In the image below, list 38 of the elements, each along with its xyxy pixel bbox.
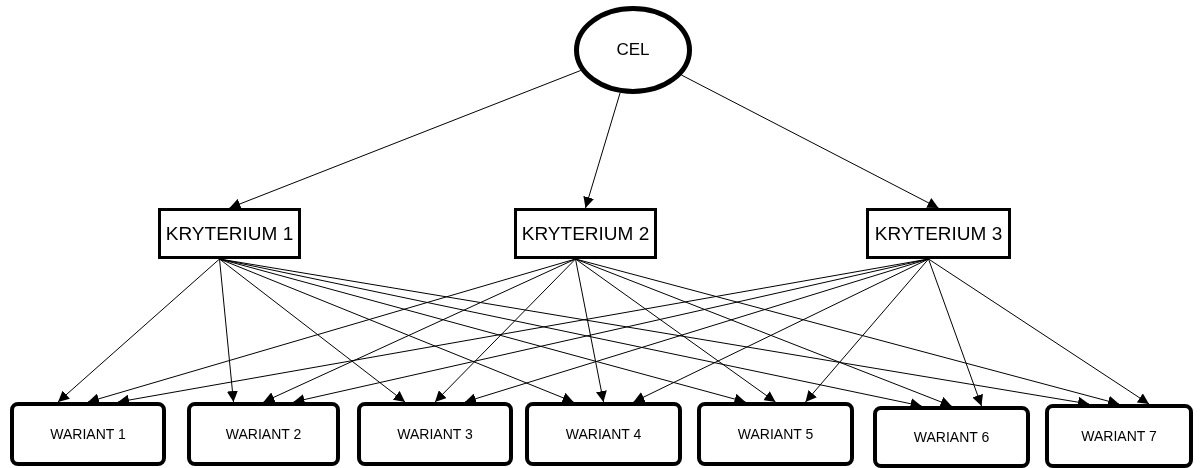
node-label: WARIANT 5	[737, 426, 814, 442]
arrow	[575, 258, 607, 403]
arrow	[87, 258, 576, 405]
variant-box	[525, 402, 682, 466]
node-label: KRYTERIUM 2	[521, 222, 650, 245]
arrow	[464, 258, 929, 404]
arrow	[575, 258, 776, 403]
node-label: WARIANT 6	[913, 429, 990, 445]
arrow	[633, 258, 929, 403]
node-label: WARIANT 4	[565, 426, 642, 442]
node-label: WARIANT 3	[397, 426, 473, 442]
variant-box	[187, 402, 340, 466]
criterion-box	[866, 208, 1011, 259]
variant-box	[10, 402, 166, 466]
arrow	[805, 258, 929, 403]
arrow	[434, 258, 576, 403]
node-label: WARIANT 7	[1081, 428, 1157, 444]
arrow	[219, 258, 238, 403]
arrow	[681, 74, 939, 209]
node-label: WARIANT 1	[50, 426, 126, 442]
arrow	[928, 258, 1150, 405]
arrow	[928, 258, 983, 407]
arrow	[583, 92, 621, 209]
criterion-box	[158, 208, 301, 259]
arrow	[575, 258, 1120, 407]
node-label: WARIANT 2	[225, 426, 302, 442]
variant-box	[873, 406, 1030, 468]
arrow	[219, 258, 406, 403]
arrow	[229, 69, 582, 210]
node-label: KRYTERIUM 1	[165, 222, 294, 245]
variant-box	[357, 402, 513, 466]
arrow	[57, 258, 220, 403]
node-label: CEL	[616, 40, 650, 60]
variant-box	[1045, 404, 1193, 468]
node-label: KRYTERIUM 3	[874, 222, 1003, 245]
criterion-box	[514, 208, 657, 259]
arrow	[575, 258, 952, 408]
variant-box	[697, 402, 854, 466]
